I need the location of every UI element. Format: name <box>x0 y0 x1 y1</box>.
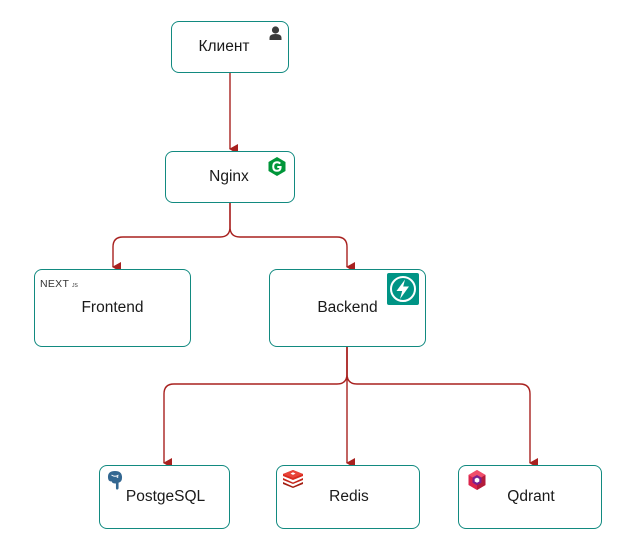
node-postgresql-label: PostgeSQL <box>125 488 206 505</box>
node-postgresql[interactable]: PostgeSQL <box>99 465 230 529</box>
node-frontend[interactable]: Frontend NEXT JS <box>34 269 191 347</box>
node-nginx[interactable]: Nginx <box>165 151 295 203</box>
nginx-logo-icon <box>268 157 286 176</box>
fastapi-logo-icon <box>387 273 419 305</box>
edge-backend-postgresql <box>163 347 348 468</box>
nextjs-logo-suffix: JS <box>72 283 78 289</box>
postgresql-logo-icon <box>107 470 123 491</box>
qdrant-logo-icon <box>468 470 486 490</box>
user-icon <box>269 26 282 40</box>
nextjs-logo-text: NEXT <box>40 278 69 289</box>
node-nginx-label: Nginx <box>209 168 249 185</box>
node-client[interactable]: Клиент <box>171 21 289 73</box>
edge-nginx-backend <box>229 203 355 272</box>
node-qdrant-label: Qdrant <box>507 488 555 505</box>
edge-backend-qdrant <box>346 347 538 468</box>
node-client-label: Клиент <box>198 38 250 55</box>
node-backend[interactable]: Backend <box>269 269 426 347</box>
nextjs-logo-icon: NEXT JS <box>40 278 78 289</box>
edge-nginx-frontend <box>112 203 231 272</box>
node-frontend-label: Frontend <box>81 299 144 316</box>
redis-logo-icon <box>283 470 303 488</box>
node-qdrant[interactable]: Qdrant <box>458 465 602 529</box>
node-redis-label: Redis <box>329 488 369 505</box>
node-redis[interactable]: Redis <box>276 465 420 529</box>
node-backend-label: Backend <box>317 299 378 316</box>
